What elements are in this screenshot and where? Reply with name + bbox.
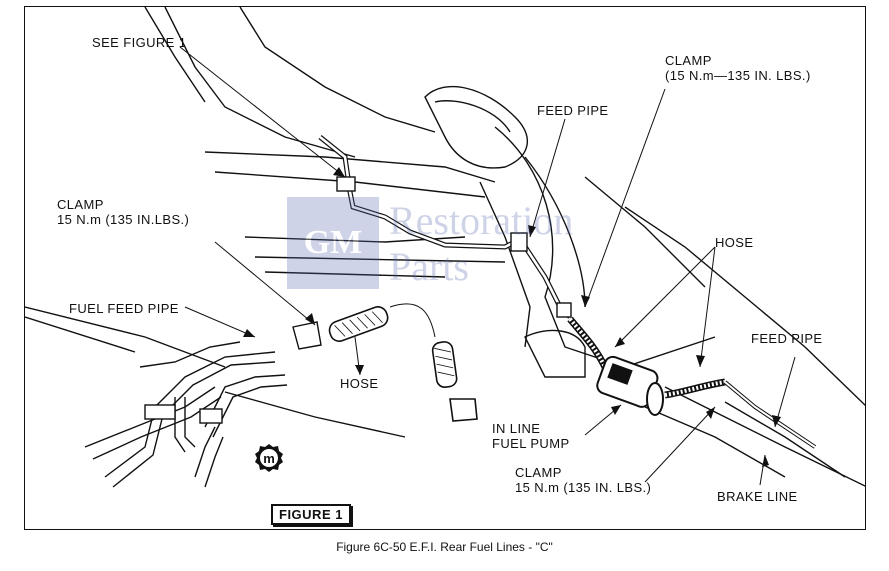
- label-clamp-top-right: CLAMP (15 N.m—135 IN. LBS.): [665, 53, 811, 83]
- label-fuel-feed-pipe: FUEL FEED PIPE: [69, 301, 179, 316]
- label-see-figure: SEE FIGURE 1: [92, 35, 187, 50]
- figure-1-pipes: [25, 306, 406, 488]
- in-line-fuel-pump-drawing: [596, 355, 664, 416]
- underbody-outline: [164, 7, 356, 158]
- watermark-logo: GM: [287, 197, 379, 289]
- clamp-part: [449, 398, 478, 422]
- diagram-frame: GM Restoration Parts SEE FIGURE 1 CLAMP …: [24, 6, 866, 530]
- figure-caption: Figure 6C-50 E.F.I. Rear Fuel Lines - "C…: [336, 540, 553, 554]
- figure-1-inset-title: FIGURE 1: [271, 504, 351, 525]
- label-feed-pipe-right: FEED PIPE: [751, 331, 823, 346]
- brake-line: [724, 401, 846, 478]
- label-clamp-bottom: CLAMP 15 N.m (135 IN. LBS.): [515, 465, 652, 495]
- label-feed-pipe-top: FEED PIPE: [537, 103, 609, 118]
- leader-lines: [179, 46, 796, 486]
- label-in-line-fuel-pump: IN LINE FUEL PUMP: [492, 421, 570, 451]
- small-hose-drawing: [431, 341, 458, 388]
- watermark-line2: Parts: [389, 244, 469, 289]
- watermark-line1: Restoration: [389, 198, 574, 243]
- m-badge-letter: m: [263, 451, 275, 466]
- label-hose-right: HOSE: [715, 235, 754, 250]
- loose-hose-drawing: [328, 306, 389, 342]
- m-badge-icon: m: [255, 444, 283, 472]
- label-brake-line: BRAKE LINE: [717, 489, 798, 504]
- fuel-line-illustration: [25, 7, 865, 488]
- label-hose-center: HOSE: [340, 376, 379, 391]
- leader-arrowheads: [243, 167, 781, 467]
- label-clamp-left: CLAMP 15 N.m (135 IN.LBS.): [57, 197, 190, 227]
